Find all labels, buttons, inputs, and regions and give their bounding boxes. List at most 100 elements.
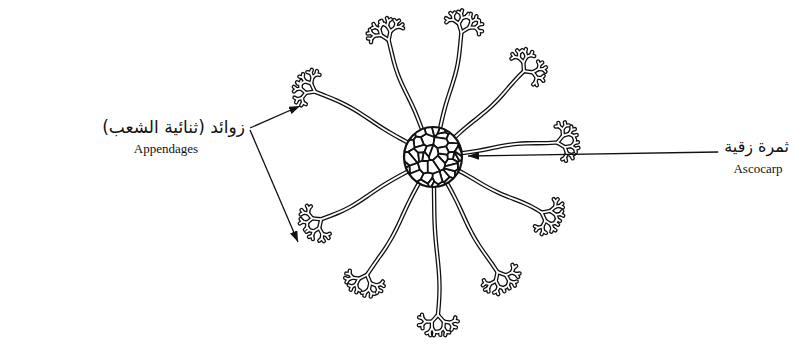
appendage-branch — [571, 155, 573, 158]
appendage-branch — [349, 271, 351, 274]
appendage-branch — [295, 98, 298, 100]
appendage-branch — [301, 219, 303, 222]
appendage-branch — [362, 292, 367, 295]
appendage-branch — [514, 283, 515, 286]
appendage-branch — [479, 22, 482, 27]
appendage-branch — [573, 136, 574, 139]
appendage-branch — [309, 206, 311, 208]
appendage-branch — [442, 322, 444, 328]
appendage-branch — [516, 274, 518, 277]
appendage-stalk — [458, 143, 557, 154]
appendage-branch — [531, 55, 534, 56]
appendage-branch — [542, 221, 545, 227]
wall-cell — [448, 152, 455, 159]
appendage-branch — [469, 14, 472, 17]
appendage-branch — [307, 218, 312, 222]
appendage-branch — [295, 98, 298, 100]
appendages — [294, 10, 579, 335]
appendage-branch — [370, 283, 376, 285]
appendage-branch — [572, 128, 575, 131]
appendage-branch — [478, 31, 480, 34]
appendage-branch — [308, 213, 312, 218]
appendage-branch — [453, 12, 455, 15]
appendage-branch — [550, 211, 555, 215]
appendage-branch — [319, 238, 322, 240]
appendage-branch — [565, 124, 568, 126]
appendage-branch — [524, 49, 527, 52]
appendage-branch — [367, 275, 370, 283]
appendage-branch — [556, 123, 561, 126]
appendage-stalk — [445, 179, 498, 272]
appendage-branch — [306, 92, 315, 93]
appendage-branch — [513, 266, 516, 268]
appendage-branch — [555, 219, 557, 222]
appendage-branch — [371, 291, 374, 296]
appendage-branch — [444, 322, 450, 323]
appendage-branch — [542, 231, 544, 234]
appendage-branch — [353, 278, 359, 279]
appendage-branch — [523, 62, 525, 71]
appendage-branch — [305, 81, 311, 83]
appendage-branch — [300, 84, 301, 89]
appendage-branch — [444, 332, 447, 335]
appendage-branch — [425, 321, 431, 323]
appendage-stalk — [367, 179, 421, 275]
part-label: زوائد (ثنائية الشعب) — [102, 117, 245, 137]
appendage-branch — [543, 69, 545, 71]
appendage-branch — [512, 54, 514, 57]
appendage-branch — [461, 28, 469, 33]
appendage-stalk — [389, 40, 424, 134]
appendage-branch — [556, 199, 558, 202]
appendage-branch — [301, 102, 303, 105]
leader-arrow — [468, 152, 718, 156]
appendage-branch — [572, 140, 577, 143]
appendage-branch — [573, 149, 578, 152]
appendage-branch — [369, 283, 371, 289]
appendage-branch — [557, 136, 563, 143]
appendage-branch — [302, 210, 304, 213]
appendage-branch — [432, 315, 438, 322]
appendage-branch — [309, 206, 311, 208]
part-label: ثمرة زقية — [724, 137, 789, 156]
appendage-branch — [314, 71, 319, 74]
appendage-branch — [503, 288, 504, 291]
appendage-branch — [311, 70, 312, 73]
appendage-branch — [461, 28, 469, 33]
appendage-branch — [479, 29, 482, 34]
appendage-branch — [431, 322, 433, 328]
appendage-branch — [388, 19, 391, 21]
appendage-branch — [555, 219, 557, 222]
appendage-stalk — [445, 179, 498, 272]
appendage-branch — [426, 332, 429, 333]
appendage-branch — [555, 223, 558, 225]
appendage-stalk — [455, 169, 542, 213]
appendage-stalk — [439, 32, 461, 133]
appendage-stalk — [321, 170, 411, 220]
appendage-branch — [420, 315, 425, 318]
appendage-branch — [327, 235, 329, 238]
appendage-branch — [485, 288, 488, 289]
appendage-branch — [543, 69, 545, 71]
appendage-branch — [309, 236, 312, 237]
appendage-branch — [301, 219, 303, 222]
appendage-branch — [311, 83, 315, 91]
appendage-branch — [301, 89, 306, 93]
appendage-branch — [345, 278, 348, 279]
appendage-branch — [327, 235, 329, 238]
appendage-branch — [519, 58, 524, 63]
appendage-branch — [531, 55, 534, 56]
appendage-stalk — [315, 92, 412, 145]
appendage-branch — [359, 275, 367, 279]
appendage-branch — [419, 323, 422, 328]
appendage-branch — [444, 322, 450, 323]
appendage-branch — [356, 289, 357, 292]
appendage-branch — [426, 332, 429, 333]
appendage-branch — [550, 207, 555, 211]
appendage-branch — [560, 206, 563, 207]
appendage-branch — [519, 51, 522, 53]
appendage-branch — [298, 83, 301, 85]
appendage-branch — [459, 24, 462, 33]
appendage-branch — [540, 63, 543, 65]
appendage-stalk — [439, 32, 461, 133]
